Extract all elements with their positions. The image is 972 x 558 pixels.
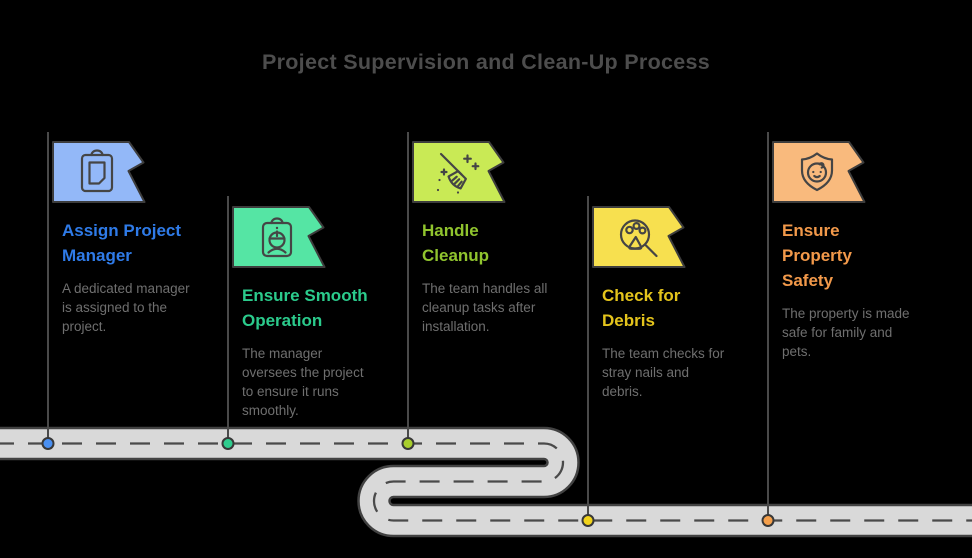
road-surface	[0, 429, 972, 535]
flag-banner	[772, 141, 866, 203]
step-dot	[761, 514, 775, 527]
step-4: Check for Debris The team checks for str…	[592, 206, 764, 401]
step-title: Ensure Property Safety	[782, 221, 852, 290]
flag-banner	[592, 206, 686, 268]
step-description: The property is made safe for family and…	[782, 306, 910, 359]
step-dot	[221, 437, 235, 450]
shield-baby-icon	[800, 152, 834, 192]
broom-icon	[436, 152, 480, 194]
step-dot	[41, 437, 55, 450]
step-title: Handle Cleanup	[422, 221, 490, 265]
step-5: Ensure Property Safety The property is m…	[772, 141, 944, 361]
flag-banner	[232, 206, 326, 268]
page-title: Project Supervision and Clean-Up Process	[261, 50, 711, 74]
step-dot	[401, 437, 415, 450]
badge-worker-icon	[261, 217, 293, 258]
step-1: Assign Project Manager A dedicated manag…	[52, 141, 224, 336]
step-title: Assign Project Manager	[62, 221, 182, 265]
step-description: The manager oversees the project to ensu…	[242, 346, 364, 418]
step-description: A dedicated manager is assigned to the p…	[62, 281, 190, 334]
step-title: Check for Debris	[602, 286, 681, 330]
step-2: Ensure Smooth Operation The manager over…	[232, 206, 404, 420]
step-description: The team handles all cleanup tasks after…	[422, 281, 548, 334]
step-dot	[581, 514, 595, 527]
step-description: The team checks for stray nails and debr…	[602, 346, 725, 399]
road-centerline-dashes	[0, 442, 972, 522]
clipboard-icon	[80, 149, 114, 193]
flag-banner	[52, 141, 146, 203]
step-title: Ensure Smooth Operation	[242, 286, 368, 330]
step-3: Handle Cleanup The team handles all clea…	[412, 141, 584, 336]
paw-magnifier-icon	[619, 219, 658, 258]
